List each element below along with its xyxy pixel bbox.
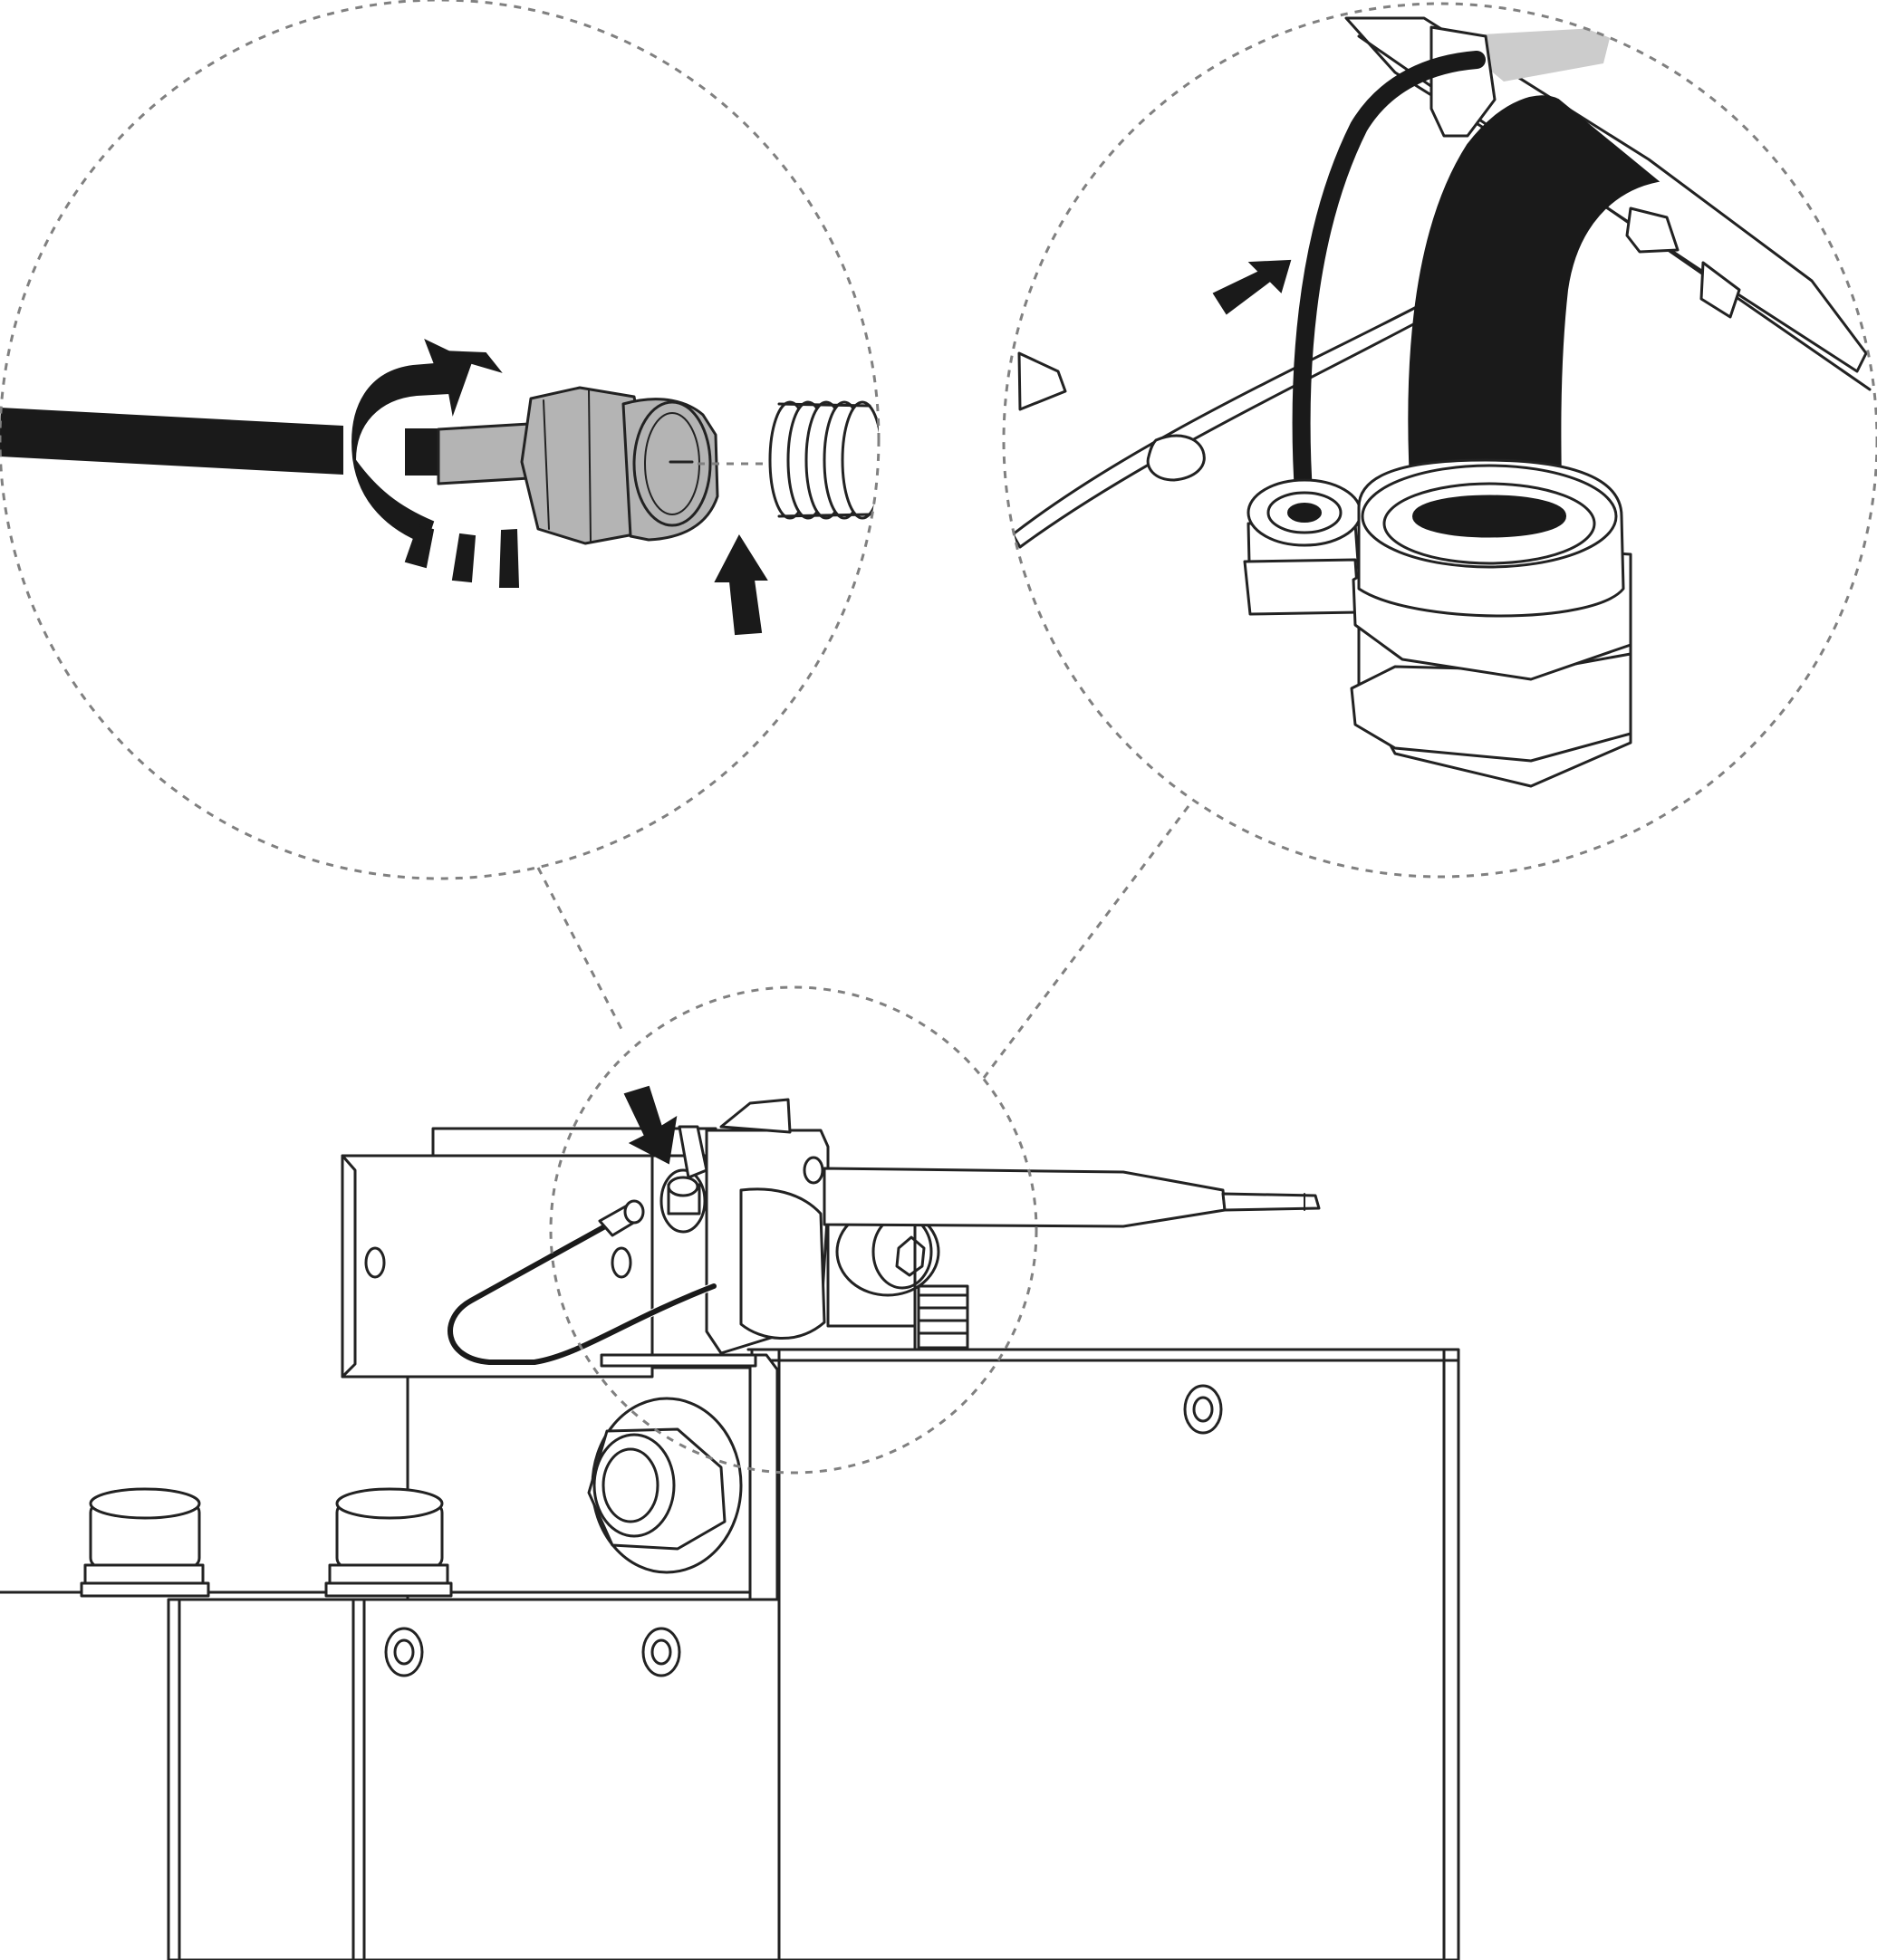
detail-cable-glands: [1002, 2, 1877, 879]
small-cable-gland: [1243, 478, 1362, 616]
push-arrow-icon: [623, 1085, 678, 1165]
source-area: [549, 985, 1038, 1475]
main-enclosure-panel: [750, 1348, 1460, 1960]
thin-cable-core: [1292, 51, 1486, 516]
panel-screw: [641, 1627, 681, 1677]
antenna-rod: [823, 1167, 1321, 1228]
callout-leaders: [536, 805, 1190, 1079]
push-arrow-icon: [714, 533, 768, 636]
antenna-threaded-port: [768, 400, 879, 520]
antenna-bracket-plate: [341, 1154, 654, 1379]
cable-core: [405, 428, 439, 476]
panel-screw: [384, 1627, 424, 1677]
lower-left-panel: [167, 1598, 781, 1960]
enclosure-cable-gland: [587, 1397, 743, 1574]
bottom-gland-right: [324, 1487, 453, 1598]
detail-coax-connector: [0, 0, 881, 880]
bottom-gland-left: [80, 1487, 210, 1598]
rotate-arrow-icon: [351, 339, 520, 588]
main-assembly: [0, 1085, 1460, 1960]
push-arrow-icon: [1212, 259, 1292, 315]
antenna-port-target: [659, 1168, 707, 1234]
coax-cable: [0, 407, 343, 476]
connector-face: [632, 400, 712, 527]
thick-cable: [1408, 95, 1660, 536]
jumper-connector: [598, 1199, 645, 1237]
panel-screw: [1183, 1384, 1223, 1435]
connector-shaft: [437, 422, 531, 485]
large-cable-gland: [1350, 458, 1632, 788]
